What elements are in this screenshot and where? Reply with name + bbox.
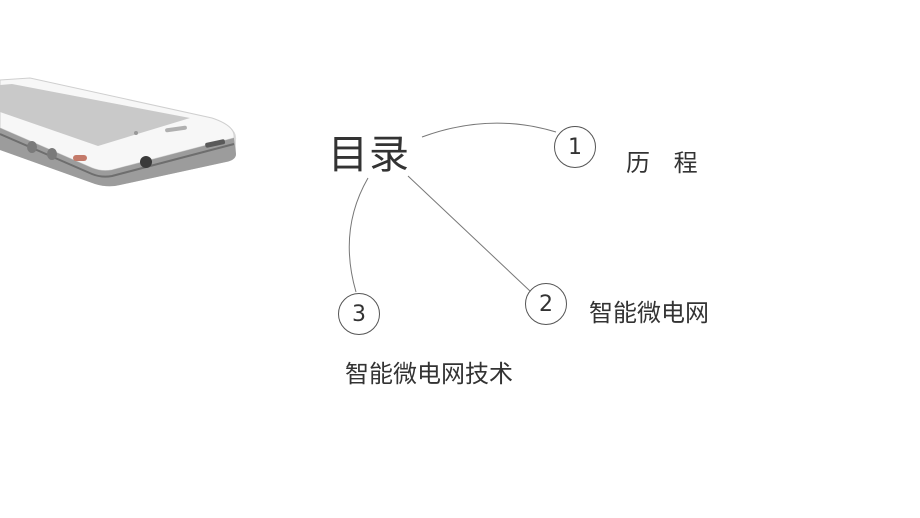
item-label-2[interactable]: 智能微电网 xyxy=(589,299,709,327)
item-number-2[interactable]: 2 xyxy=(525,283,567,325)
connector-line-3 xyxy=(348,177,369,293)
item-number-1-text: 1 xyxy=(568,134,582,160)
item-number-3[interactable]: 3 xyxy=(338,293,380,335)
smartphone-image xyxy=(0,77,237,187)
item-number-3-text: 3 xyxy=(352,301,366,327)
connector-line-2 xyxy=(407,175,531,292)
connector-line-1 xyxy=(421,122,557,138)
page-title: 目录 xyxy=(328,132,410,178)
item-label-3[interactable]: 智能微电网技术 xyxy=(345,360,513,388)
item-number-1[interactable]: 1 xyxy=(554,126,596,168)
item-label-1[interactable]: 历 程 xyxy=(626,149,706,177)
item-number-2-text: 2 xyxy=(539,291,553,317)
